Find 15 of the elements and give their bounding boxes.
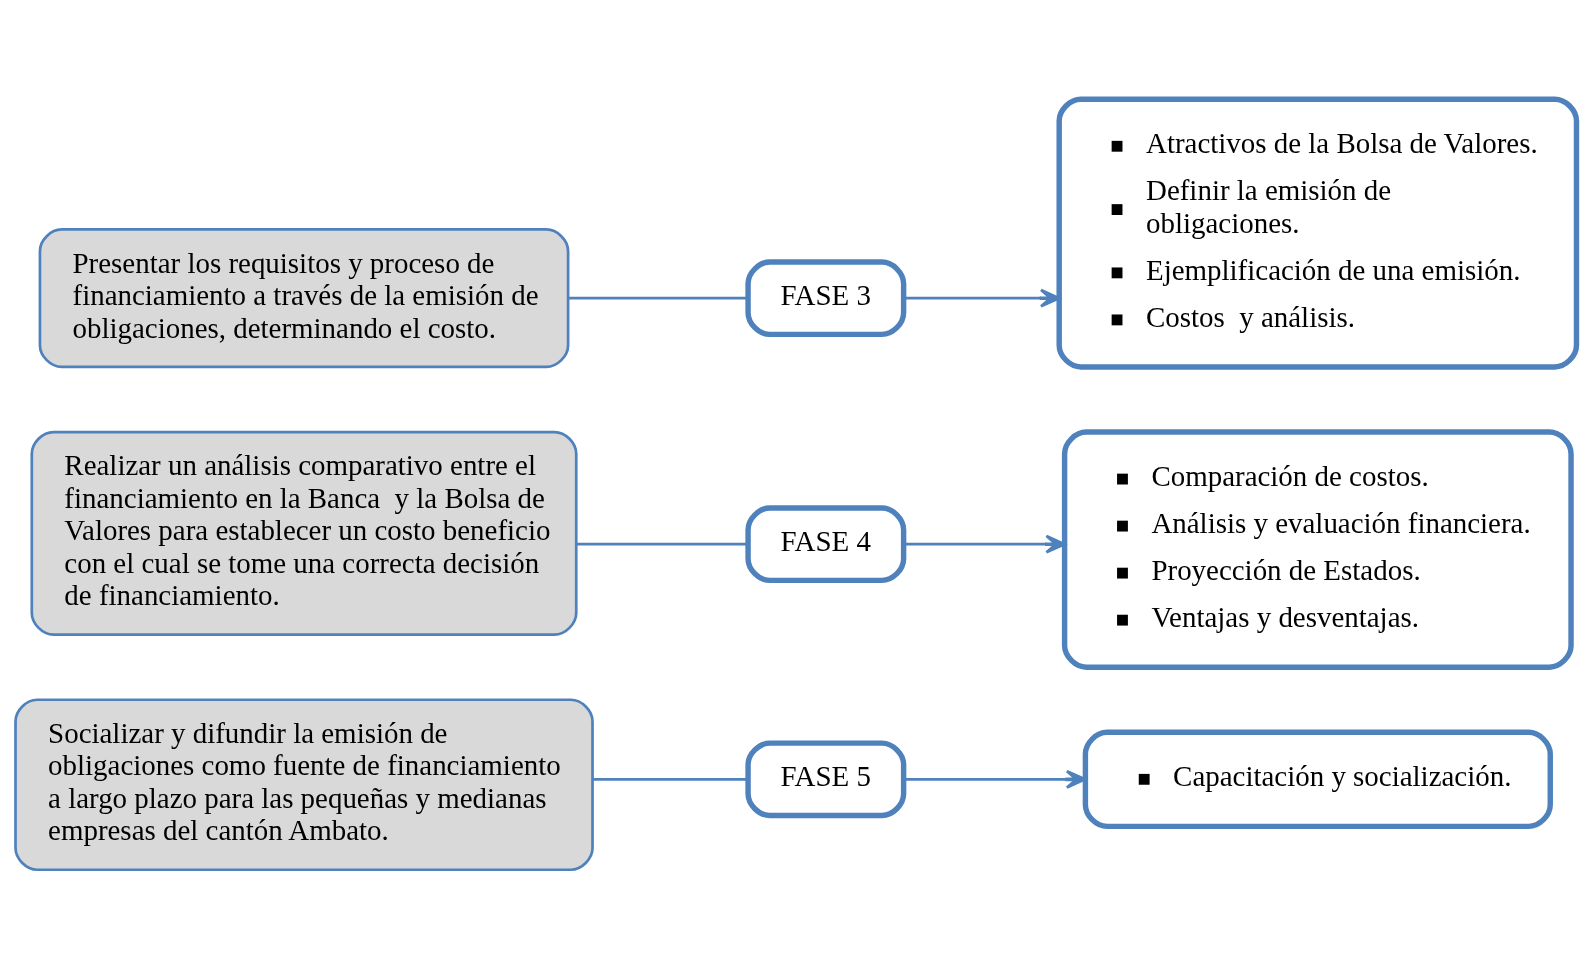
connector <box>593 777 748 781</box>
connector <box>576 542 748 546</box>
node-box: Comparación de costos. Análisis y evaluación financiera. Proyección de Estados. Ventajas y desventajas. <box>1061 428 1574 670</box>
node-box: FASE 5 <box>745 739 907 818</box>
node-box: FASE 4 <box>745 504 907 583</box>
arrow <box>903 534 1066 554</box>
arrow <box>903 288 1061 308</box>
node-box: Socializar y difundir la emisión de obligaciones como fuente de financiamiento a largo plazo para las pequeñas y medianas empresas del cantón Ambato. <box>14 697 594 871</box>
node-box: Presentar los requisitos y proceso de financiamiento a través de la emisión de obligaciones, determinando el costo. <box>38 227 570 368</box>
connector <box>568 296 748 300</box>
node-box: FASE 3 <box>745 258 907 337</box>
node-box: Atractivos de la Bolsa de Valores. Definir la emisión de obligaciones. Ejemplificación de una emisión. Costos y análisis. <box>1056 96 1580 370</box>
node-box: Capacitación y socialización. <box>1082 729 1553 829</box>
arrow <box>903 769 1087 789</box>
node-box: Realizar un análisis comparativo entre el financiamiento en la Banca y la Bolsa de Valores para establecer un costo beneficio con el cual se tome una correcta decisión de financiamiento. <box>30 430 578 636</box>
